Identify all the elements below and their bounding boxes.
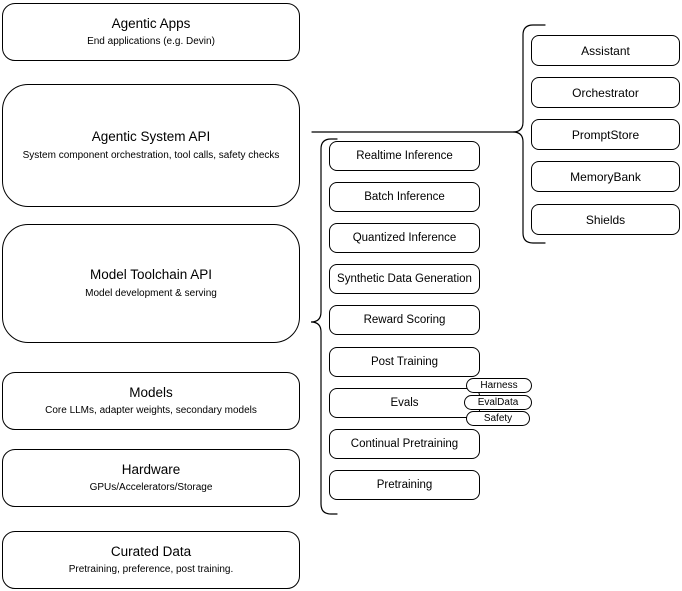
box-subtitle: GPUs/Accelerators/Storage bbox=[89, 482, 213, 494]
node-evals: Evals bbox=[329, 388, 480, 418]
node-orchestrator: Orchestrator bbox=[531, 77, 680, 108]
box-agentic-apps: Agentic Apps End applications (e.g. Devi… bbox=[2, 3, 300, 61]
node-label: MemoryBank bbox=[570, 169, 641, 184]
tag-label: Safety bbox=[483, 413, 513, 424]
box-subtitle: Pretraining, preference, post training. bbox=[68, 564, 234, 576]
node-shields: Shields bbox=[531, 204, 680, 235]
box-title: Agentic System API bbox=[91, 129, 211, 145]
node-label: Realtime Inference bbox=[356, 150, 453, 162]
node-label: Shields bbox=[585, 212, 626, 227]
node-label: Reward Scoring bbox=[363, 314, 446, 326]
node-assistant: Assistant bbox=[531, 35, 680, 66]
node-continual-pretraining: Continual Pretraining bbox=[329, 429, 480, 459]
node-label: Assistant bbox=[581, 43, 630, 58]
box-subtitle: Model development & serving bbox=[85, 287, 217, 299]
tag-safety: Safety bbox=[466, 411, 530, 426]
tag-label: EvalData bbox=[477, 397, 519, 408]
box-subtitle: Core LLMs, adapter weights, secondary mo… bbox=[45, 405, 257, 417]
box-title: Model Toolchain API bbox=[89, 267, 213, 283]
box-title: Agentic Apps bbox=[111, 15, 191, 31]
tag-harness: Harness bbox=[466, 378, 532, 393]
box-subtitle: End applications (e.g. Devin) bbox=[87, 36, 215, 48]
node-label: Synthetic Data Generation bbox=[337, 273, 472, 285]
box-subtitle: System component orchestration, tool cal… bbox=[22, 149, 280, 161]
node-label: Pretraining bbox=[376, 479, 433, 491]
node-promptstore: PromptStore bbox=[531, 119, 680, 150]
node-label: PromptStore bbox=[571, 127, 640, 142]
box-hardware: Hardware GPUs/Accelerators/Storage bbox=[2, 449, 300, 507]
node-synthetic-data-generation: Synthetic Data Generation bbox=[329, 264, 480, 294]
node-label: Quantized Inference bbox=[352, 232, 457, 244]
box-title: Models bbox=[129, 384, 173, 400]
node-memorybank: MemoryBank bbox=[531, 161, 680, 192]
node-label: Post Training bbox=[370, 356, 439, 368]
tag-label: Harness bbox=[480, 380, 518, 391]
box-model-toolchain-api: Model Toolchain API Model development & … bbox=[2, 224, 300, 343]
node-reward-scoring: Reward Scoring bbox=[329, 305, 480, 335]
node-realtime-inference: Realtime Inference bbox=[329, 141, 480, 171]
node-label: Evals bbox=[390, 397, 419, 409]
node-batch-inference: Batch Inference bbox=[329, 182, 480, 212]
box-curated-data: Curated Data Pretraining, preference, po… bbox=[2, 531, 300, 589]
node-label: Batch Inference bbox=[364, 191, 445, 203]
box-models: Models Core LLMs, adapter weights, secon… bbox=[2, 372, 300, 430]
node-label: Orchestrator bbox=[572, 85, 639, 100]
box-title: Curated Data bbox=[110, 543, 192, 559]
box-agentic-system-api: Agentic System API System component orch… bbox=[2, 84, 300, 207]
node-pretraining: Pretraining bbox=[329, 470, 480, 500]
node-post-training: Post Training bbox=[329, 347, 480, 377]
box-title: Hardware bbox=[121, 461, 181, 477]
tag-evaldata: EvalData bbox=[464, 395, 532, 410]
node-label: Continual Pretraining bbox=[350, 438, 459, 450]
node-quantized-inference: Quantized Inference bbox=[329, 223, 480, 253]
